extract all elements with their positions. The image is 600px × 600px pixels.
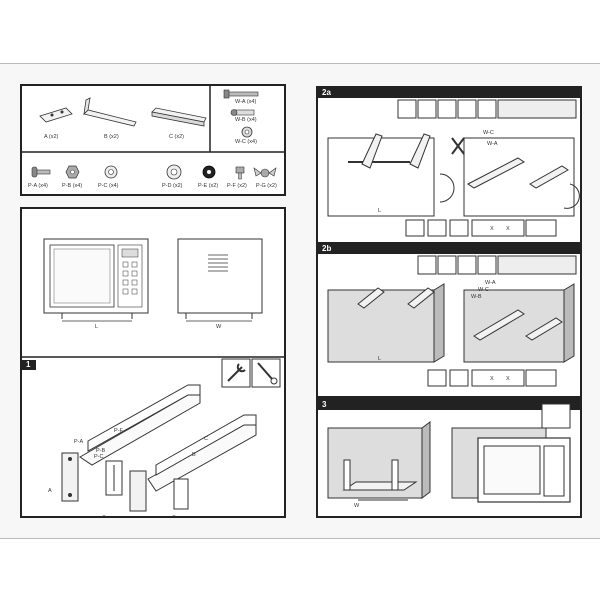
step-2a-panel: 2a W- [316, 86, 582, 244]
parts-drawing [22, 86, 284, 180]
part-pg-label: P-G (x2) [256, 183, 277, 189]
plug-wb-icon [230, 109, 255, 116]
step2b-wc-label: W-C [478, 287, 489, 293]
part-a-label: A (x2) [44, 134, 59, 140]
bracket-assembly-2 [129, 414, 257, 512]
step1-b-label: B [192, 452, 196, 458]
part-wc-label: W-C (x4) [235, 139, 257, 145]
part-a-icon [39, 107, 73, 123]
step-2a-badge: 2a [318, 88, 337, 98]
part-pc-label: P-C (x4) [98, 183, 119, 189]
step2a-l-label: L [378, 208, 382, 214]
step-3-header [318, 400, 580, 410]
screw-wa-icon [223, 89, 259, 99]
drill-sequence-icon [397, 99, 577, 119]
part-pa-label: P-A (x4) [28, 183, 48, 189]
part-wa-label: W-A (x4) [235, 99, 257, 105]
bracket-assembly-1 [61, 384, 201, 502]
part-b-label: B (x2) [104, 134, 119, 140]
microwave-side-icon [177, 238, 263, 314]
step-2a-drawing [327, 99, 580, 237]
parts-panel: A (x2) B (x2) C (x2) W-A (x4) W-B (x4) W… [20, 84, 286, 196]
part-pe-label: P-E (x2) [198, 183, 219, 189]
dim-w-label: W [216, 324, 222, 330]
step2b-wa-label: W-A [485, 280, 496, 286]
step-2b-badge: 2b [318, 244, 338, 254]
step-1-badge: 1 [22, 360, 37, 370]
step1-pc-label: P-C [94, 454, 104, 460]
step-1-panel: L W 1 P-A P-F P-B P-C C B A [20, 207, 286, 518]
part-pd-label: P-D (x2) [162, 183, 183, 189]
wrench-icon [221, 358, 251, 388]
bolt-pf-icon [235, 166, 245, 180]
step2a-x1-label: X [490, 226, 494, 232]
step-2b-header [318, 244, 580, 254]
step1-pf-label: P-F [114, 428, 123, 434]
bolt-pa-icon [31, 166, 51, 178]
part-b-icon [83, 109, 137, 127]
step-2b-panel: 2b W-A W-C W-B L X X [316, 242, 582, 398]
step2b-x1-label: X [490, 376, 494, 382]
step-2b-drawing [327, 255, 577, 387]
step1-a-label: A [48, 488, 52, 494]
step2a-wa-label: W-A [487, 141, 498, 147]
step2b-wb-label: W-B [471, 294, 482, 300]
dim-l-label: L [95, 324, 99, 330]
part-wb-label: W-B (x4) [235, 117, 257, 123]
instruction-sheet: A (x2) B (x2) C (x2) W-A (x4) W-B (x4) W… [0, 63, 600, 539]
step1-pa-label: P-A [74, 439, 84, 445]
step3-w-label: W [354, 503, 360, 509]
step2a-wc-label: W-C [483, 130, 494, 136]
step2a-x2-label: X [506, 226, 510, 232]
wingnut-pg-icon [253, 167, 277, 178]
step-3-badge: 3 [318, 400, 333, 410]
step2b-x2-label: X [506, 376, 510, 382]
measure-and-assembly-drawing [22, 238, 284, 516]
part-pb-label: P-B (x4) [62, 183, 83, 189]
step1-pb-label: P-B [96, 448, 106, 454]
step1-c-label: C [204, 436, 208, 442]
part-c-label: C (x2) [169, 134, 184, 140]
step-2a-header [318, 88, 580, 98]
step-3-panel: 3 W [316, 398, 582, 518]
step-3-drawing [327, 403, 571, 503]
step2b-l-label: L [378, 356, 382, 362]
two-person-lift-icon [541, 403, 571, 429]
part-pf-label: P-F (x2) [227, 183, 247, 189]
